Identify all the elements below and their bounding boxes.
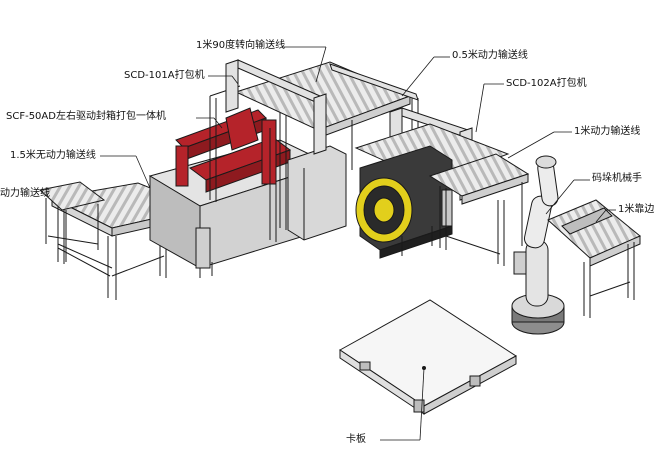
label-turn-conveyor: 1米90度转向输送线 [196,40,286,51]
leader-lines [100,46,616,441]
label-scd101a: SCD-101A打包机 [124,70,205,81]
label-conveyor-1m: 1米动力输送线 [574,126,641,137]
scd102a-machine [354,107,510,259]
right-powered-conveyor [428,153,530,266]
label-scd102a: SCD-102A打包机 [506,78,587,89]
label-conveyor-05: 0.5米动力输送线 [452,50,528,61]
palletizing-robot [511,155,565,335]
label-scf50ad: SCF-50AD左右驱动封箱打包一体机 [6,111,166,122]
label-unpowered-15: 1.5米无动力输送线 [10,150,96,161]
turn-conveyor-frame [225,59,419,242]
label-conveyor-left: 动力输送线 [0,188,50,199]
label-side-conveyor: 1米靠边 [618,204,655,215]
label-palletizer: 码垛机械手 [592,173,642,184]
side-conveyor [547,199,641,318]
left-powered-conveyor [38,181,106,262]
label-pallet: 卡板 [346,434,366,445]
pallet [339,299,517,415]
scf50ad-machine [148,85,347,278]
